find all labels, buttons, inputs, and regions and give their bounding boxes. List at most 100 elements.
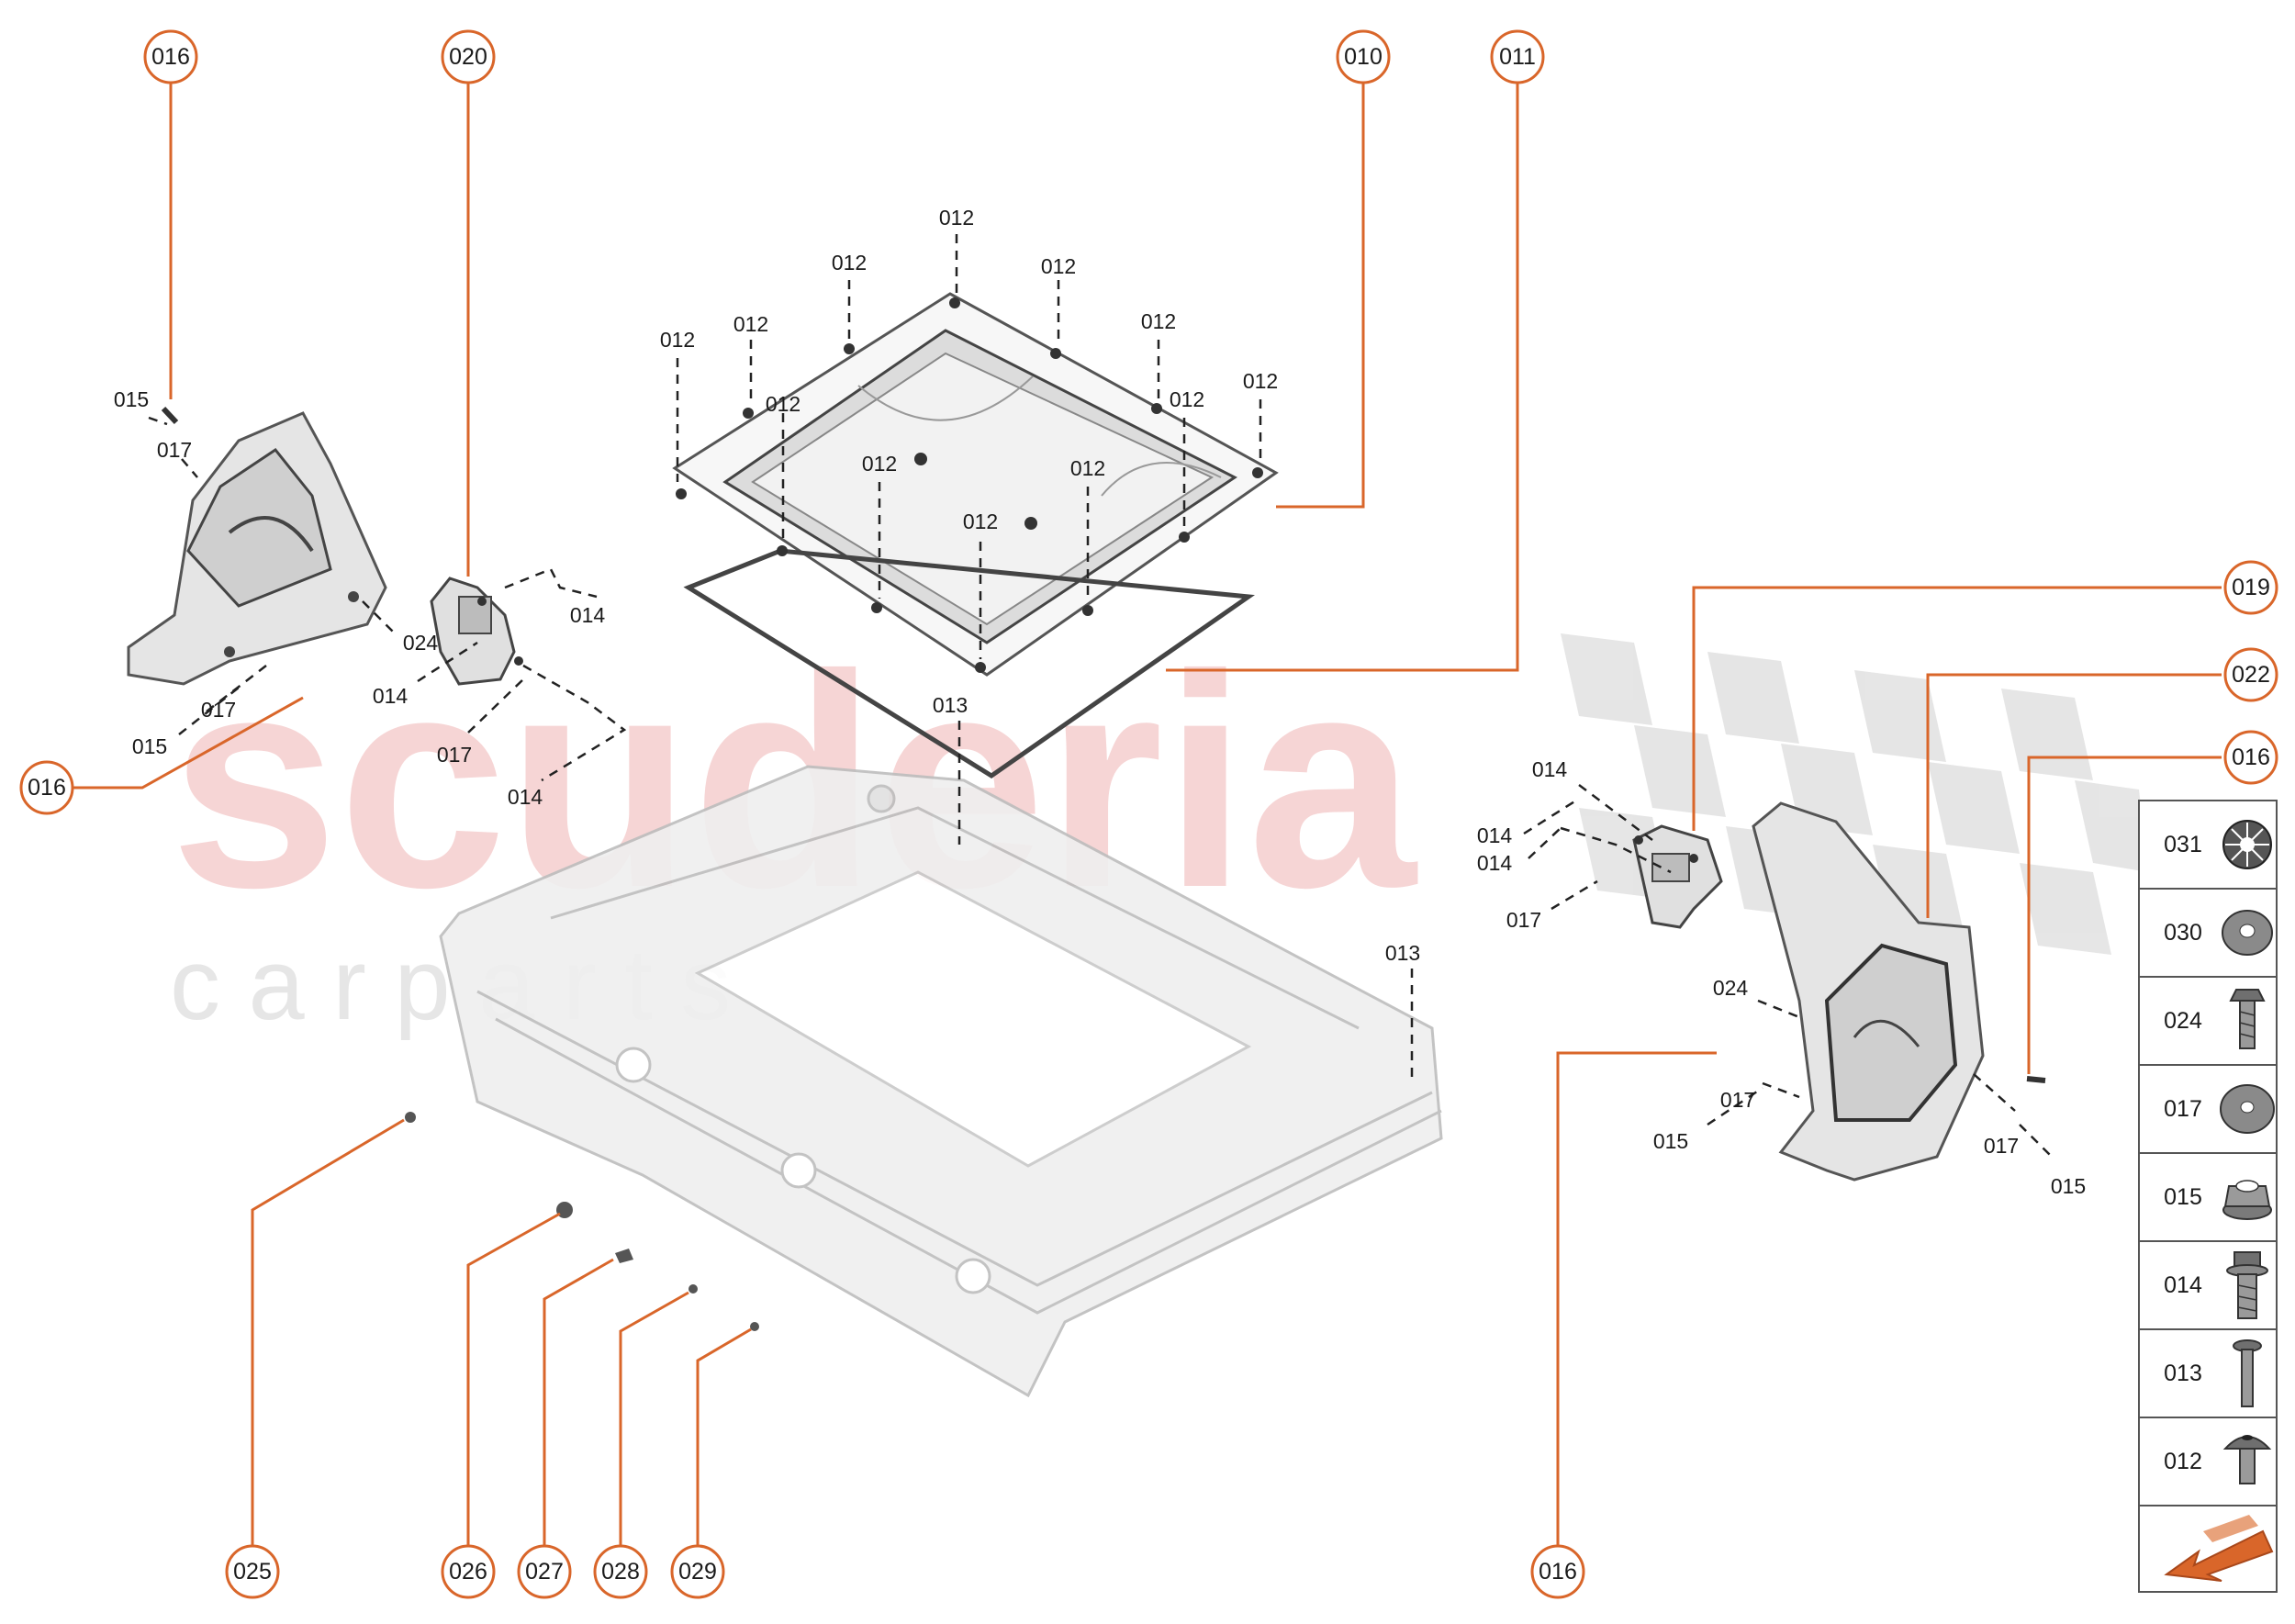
svg-text:025: 025 (233, 1559, 272, 1585)
dashed-reference-lines (148, 234, 2053, 1158)
svg-text:028: 028 (601, 1559, 640, 1585)
part-label: 015 (1653, 1129, 1688, 1153)
callout-019[interactable]: 019 (2223, 560, 2278, 615)
svg-text:011: 011 (1499, 44, 1536, 70)
fastener-legend: 031 030 024 (2138, 800, 2278, 1593)
flat-washer-icon (2220, 1084, 2275, 1134)
part-labels: 015 017 024 014 014 017 015 017 014 012 … (114, 206, 2086, 1198)
part-label: 024 (403, 631, 439, 655)
legend-row-017[interactable]: 017 (2164, 1084, 2275, 1134)
button-head-screw-icon (2222, 1435, 2272, 1484)
svg-text:012: 012 (2164, 1449, 2202, 1474)
part-label: 012 (862, 452, 897, 476)
spring-clip-icon (2222, 820, 2272, 869)
callout-010[interactable]: 010 (1336, 29, 1391, 84)
part-label: 013 (1385, 941, 1420, 965)
svg-text:022: 022 (2232, 662, 2270, 688)
svg-text:030: 030 (2164, 920, 2202, 946)
sunroof-seal (683, 548, 1255, 778)
part-label: 015 (132, 734, 167, 758)
part-label: 012 (963, 510, 998, 533)
svg-text:016: 016 (151, 44, 190, 70)
legend-row-014[interactable]: 014 (2164, 1251, 2268, 1319)
part-label: 014 (1477, 851, 1513, 875)
callout-025[interactable]: 025 (225, 1544, 280, 1599)
svg-text:026: 026 (449, 1559, 487, 1585)
right-hinge (1632, 824, 1723, 929)
legend-row-015[interactable]: 015 (2164, 1180, 2272, 1220)
part-label: 017 (157, 438, 192, 462)
sunroof-tray (672, 292, 1279, 677)
callout-022[interactable]: 022 (2223, 647, 2278, 702)
part-label: 012 (1243, 369, 1278, 393)
part-label: 017 (1984, 1134, 2019, 1158)
callout-020[interactable]: 020 (441, 29, 496, 84)
right-bracket (1752, 801, 2046, 1182)
svg-text:020: 020 (449, 44, 487, 70)
flange-nut-icon (2222, 1180, 2272, 1220)
svg-text:017: 017 (2164, 1096, 2202, 1122)
part-label: 015 (2051, 1174, 2086, 1198)
svg-text:014: 014 (2164, 1272, 2202, 1298)
svg-text:024: 024 (2164, 1008, 2202, 1034)
callout-016-bottom[interactable]: 016 (1530, 1544, 1585, 1599)
callout-029[interactable]: 029 (670, 1544, 725, 1599)
left-bracket (127, 406, 387, 686)
part-label: 012 (1141, 309, 1176, 333)
part-label: 024 (1713, 976, 1749, 1000)
svg-text:027: 027 (525, 1559, 564, 1585)
part-label: 017 (1720, 1088, 1755, 1112)
part-label: 012 (939, 206, 974, 230)
legend-row-024[interactable]: 024 (2164, 989, 2266, 1049)
svg-text:031: 031 (2164, 832, 2202, 857)
part-label: 012 (1041, 254, 1076, 278)
small-fasteners (405, 1112, 759, 1331)
svg-text:029: 029 (678, 1559, 717, 1585)
legend-row-013[interactable]: 013 (2164, 1339, 2262, 1407)
left-hinge (430, 577, 523, 686)
part-label: 014 (570, 603, 606, 627)
part-label: 013 (933, 693, 968, 717)
long-screw-icon (2233, 1339, 2262, 1407)
callout-027[interactable]: 027 (517, 1544, 572, 1599)
tray-screw-holes (676, 297, 1263, 673)
callout-leader-lines (72, 78, 2222, 1551)
next-page-button[interactable] (2164, 1515, 2274, 1582)
callout-011[interactable]: 011 (1490, 29, 1545, 84)
part-label: 014 (508, 785, 543, 809)
legend-row-012[interactable]: 012 (2164, 1435, 2272, 1484)
callout-016-top-left[interactable]: 016 (143, 29, 198, 84)
svg-text:013: 013 (2164, 1361, 2202, 1386)
svg-text:015: 015 (2164, 1184, 2202, 1210)
roof-frame (439, 765, 1443, 1398)
svg-text:016: 016 (28, 775, 66, 801)
legend-row-031[interactable]: 031 (2164, 820, 2272, 869)
part-label: 017 (437, 743, 472, 767)
part-label: 014 (1477, 823, 1513, 847)
svg-text:016: 016 (1539, 1559, 1577, 1585)
svg-text:016: 016 (2232, 745, 2270, 770)
part-label: 012 (1070, 456, 1105, 480)
part-label: 014 (373, 684, 409, 708)
hex-bolt-icon (2229, 989, 2266, 1049)
svg-text:019: 019 (2232, 575, 2270, 600)
legend-row-030[interactable]: 030 (2164, 910, 2273, 956)
part-label: 017 (1506, 908, 1541, 932)
callouts: 016 020 010 011 019 022 016 016 025 026 … (19, 29, 2278, 1599)
part-label: 017 (201, 698, 236, 722)
svg-text:010: 010 (1344, 44, 1383, 70)
callout-026[interactable]: 026 (441, 1544, 496, 1599)
part-label: 015 (114, 387, 149, 411)
part-label: 012 (832, 251, 867, 274)
washer-icon (2222, 910, 2273, 956)
part-label: 012 (733, 312, 768, 336)
callout-016-left[interactable]: 016 (19, 760, 74, 815)
part-label: 012 (1170, 387, 1204, 411)
callout-028[interactable]: 028 (593, 1544, 648, 1599)
part-label: 012 (766, 392, 800, 416)
part-label: 012 (660, 328, 695, 352)
next-arrow-icon (2164, 1515, 2274, 1582)
callout-016-right[interactable]: 016 (2223, 730, 2278, 785)
part-label: 014 (1532, 757, 1568, 781)
